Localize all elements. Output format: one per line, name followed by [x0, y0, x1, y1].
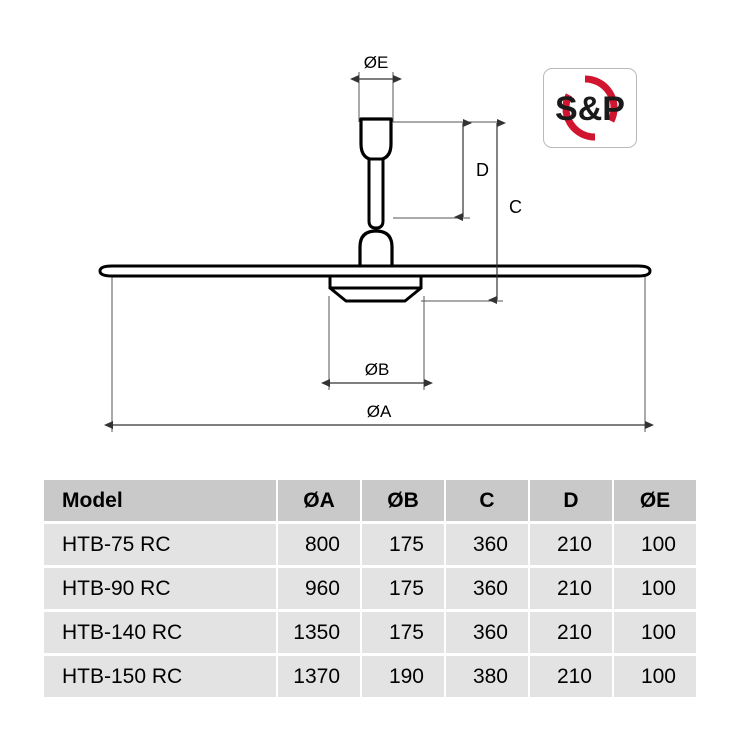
- cell-model: HTB-140 RC: [44, 612, 276, 653]
- dimension-diameter-b: ØB: [321, 360, 433, 387]
- dimension-diameter-e: ØE: [350, 53, 402, 83]
- cell-diameter-e: 100: [614, 612, 696, 653]
- column-header-diameter-e: ØE: [614, 480, 696, 521]
- cell-diameter-e: 100: [614, 656, 696, 697]
- cell-d: 210: [530, 568, 612, 609]
- extension-lines: [111, 72, 646, 432]
- cell-d: 210: [530, 524, 612, 565]
- technical-drawing: ØE D: [98, 53, 654, 432]
- table-body: HTB-75 RC 800 175 360 210 100 HTB-90 RC …: [44, 524, 696, 697]
- cell-diameter-b: 175: [362, 524, 444, 565]
- sp-logo-ring-icon: [562, 75, 618, 141]
- sp-logo: S&P: [543, 68, 637, 148]
- cell-d: 210: [530, 656, 612, 697]
- cell-diameter-b: 175: [362, 612, 444, 653]
- dimension-diameter-a: ØA: [104, 402, 654, 429]
- table-row: HTB-150 RC 1370 190 380 210 100: [44, 656, 696, 697]
- table-row: HTB-75 RC 800 175 360 210 100: [44, 524, 696, 565]
- dimension-label-height-d: D: [476, 160, 489, 180]
- cell-c: 380: [446, 656, 528, 697]
- fan-blade: [98, 264, 652, 278]
- table-row: HTB-140 RC 1350 175 360 210 100: [44, 612, 696, 653]
- cell-model: HTB-90 RC: [44, 568, 276, 609]
- cell-diameter-a: 960: [278, 568, 360, 609]
- cell-diameter-b: 190: [362, 656, 444, 697]
- cell-c: 360: [446, 568, 528, 609]
- table-header: Model ØA ØB C D ØE: [44, 480, 696, 521]
- cell-model: HTB-150 RC: [44, 656, 276, 697]
- fan-assembly: [98, 117, 652, 303]
- dimension-label-height-c: C: [509, 197, 522, 217]
- table-row: HTB-90 RC 960 175 360 210 100: [44, 568, 696, 609]
- column-header-diameter-a: ØA: [278, 480, 360, 521]
- cell-diameter-a: 1370: [278, 656, 360, 697]
- sp-logo-text: S&P: [555, 90, 625, 128]
- column-header-diameter-b: ØB: [362, 480, 444, 521]
- top-canopy: [359, 117, 393, 162]
- downrod: [367, 157, 385, 230]
- cell-d: 210: [530, 612, 612, 653]
- dimension-height-d: D: [454, 119, 489, 221]
- specifications-table: Model ØA ØB C D ØE HTB-75 RC 800 175 360…: [42, 477, 698, 700]
- cell-diameter-a: 1350: [278, 612, 360, 653]
- hub-upper: [328, 274, 423, 290]
- dimension-height-c: C: [488, 119, 522, 304]
- cell-diameter-e: 100: [614, 524, 696, 565]
- cell-c: 360: [446, 524, 528, 565]
- table-header-row: Model ØA ØB C D ØE: [44, 480, 696, 521]
- dimension-label-diameter-b: ØB: [365, 360, 390, 379]
- dimension-label-diameter-e: ØE: [364, 53, 389, 72]
- cell-model: HTB-75 RC: [44, 524, 276, 565]
- cell-c: 360: [446, 612, 528, 653]
- dimension-label-diameter-a: ØA: [367, 402, 392, 421]
- column-header-model: Model: [44, 480, 276, 521]
- column-header-d: D: [530, 480, 612, 521]
- hub-lower-cone: [328, 286, 423, 303]
- column-header-c: C: [446, 480, 528, 521]
- cell-diameter-a: 800: [278, 524, 360, 565]
- cell-diameter-b: 175: [362, 568, 444, 609]
- cell-diameter-e: 100: [614, 568, 696, 609]
